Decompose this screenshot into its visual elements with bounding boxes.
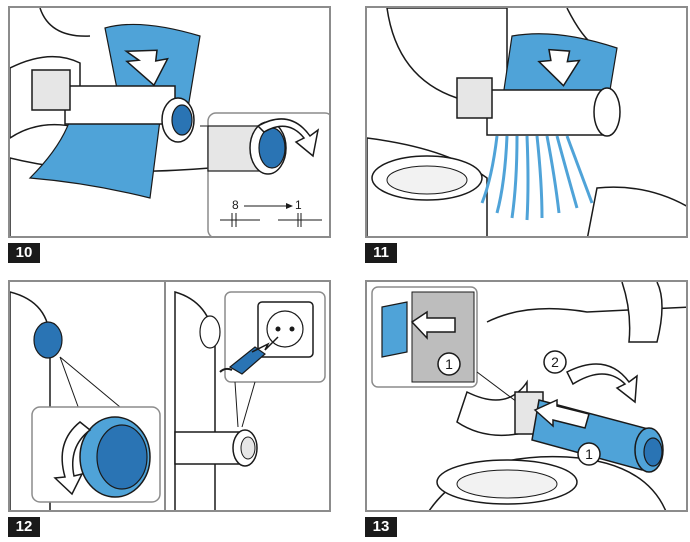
numbered-callout-icon: 1	[577, 442, 601, 466]
figure-13-drawing: 1 2 1	[371, 282, 686, 510]
callout-1-top: 1	[445, 356, 453, 372]
callout-1-bottom: 1	[585, 446, 593, 462]
numbered-callout-icon: 1	[437, 352, 461, 376]
figure-11-drawing	[367, 8, 686, 236]
figure-11-number: 11	[365, 243, 397, 263]
roller-attachment	[64, 85, 176, 125]
arrow-icon	[533, 398, 590, 429]
rotate-arrow-icon	[53, 421, 92, 496]
figure-12-drawing	[10, 282, 326, 510]
figure-11-panel	[365, 6, 688, 238]
figure-12-number: 12	[8, 517, 40, 537]
figure-10-number: 10	[8, 243, 40, 263]
rotate-arrow-icon	[256, 118, 320, 158]
noodle-strands	[480, 135, 594, 221]
figure-13-number: 13	[365, 517, 397, 537]
figure-10-panel: 8 1	[8, 6, 331, 238]
arrow-icon	[251, 336, 279, 353]
figure-12-panel	[8, 280, 331, 512]
rotate-arrow-icon	[565, 363, 638, 404]
arrow-icon	[123, 49, 169, 87]
cutter-attachment	[486, 89, 608, 136]
arrow-icon	[410, 310, 456, 340]
callout-2: 2	[551, 354, 559, 370]
scale-to: 1	[295, 198, 302, 212]
figure-10-drawing: 8 1	[10, 8, 329, 236]
scale-from: 8	[232, 198, 239, 212]
plug-icon	[219, 346, 266, 375]
numbered-callout-icon: 2	[543, 350, 567, 374]
arrow-icon	[537, 48, 581, 87]
figure-13-panel: 1 2 1	[365, 280, 688, 512]
